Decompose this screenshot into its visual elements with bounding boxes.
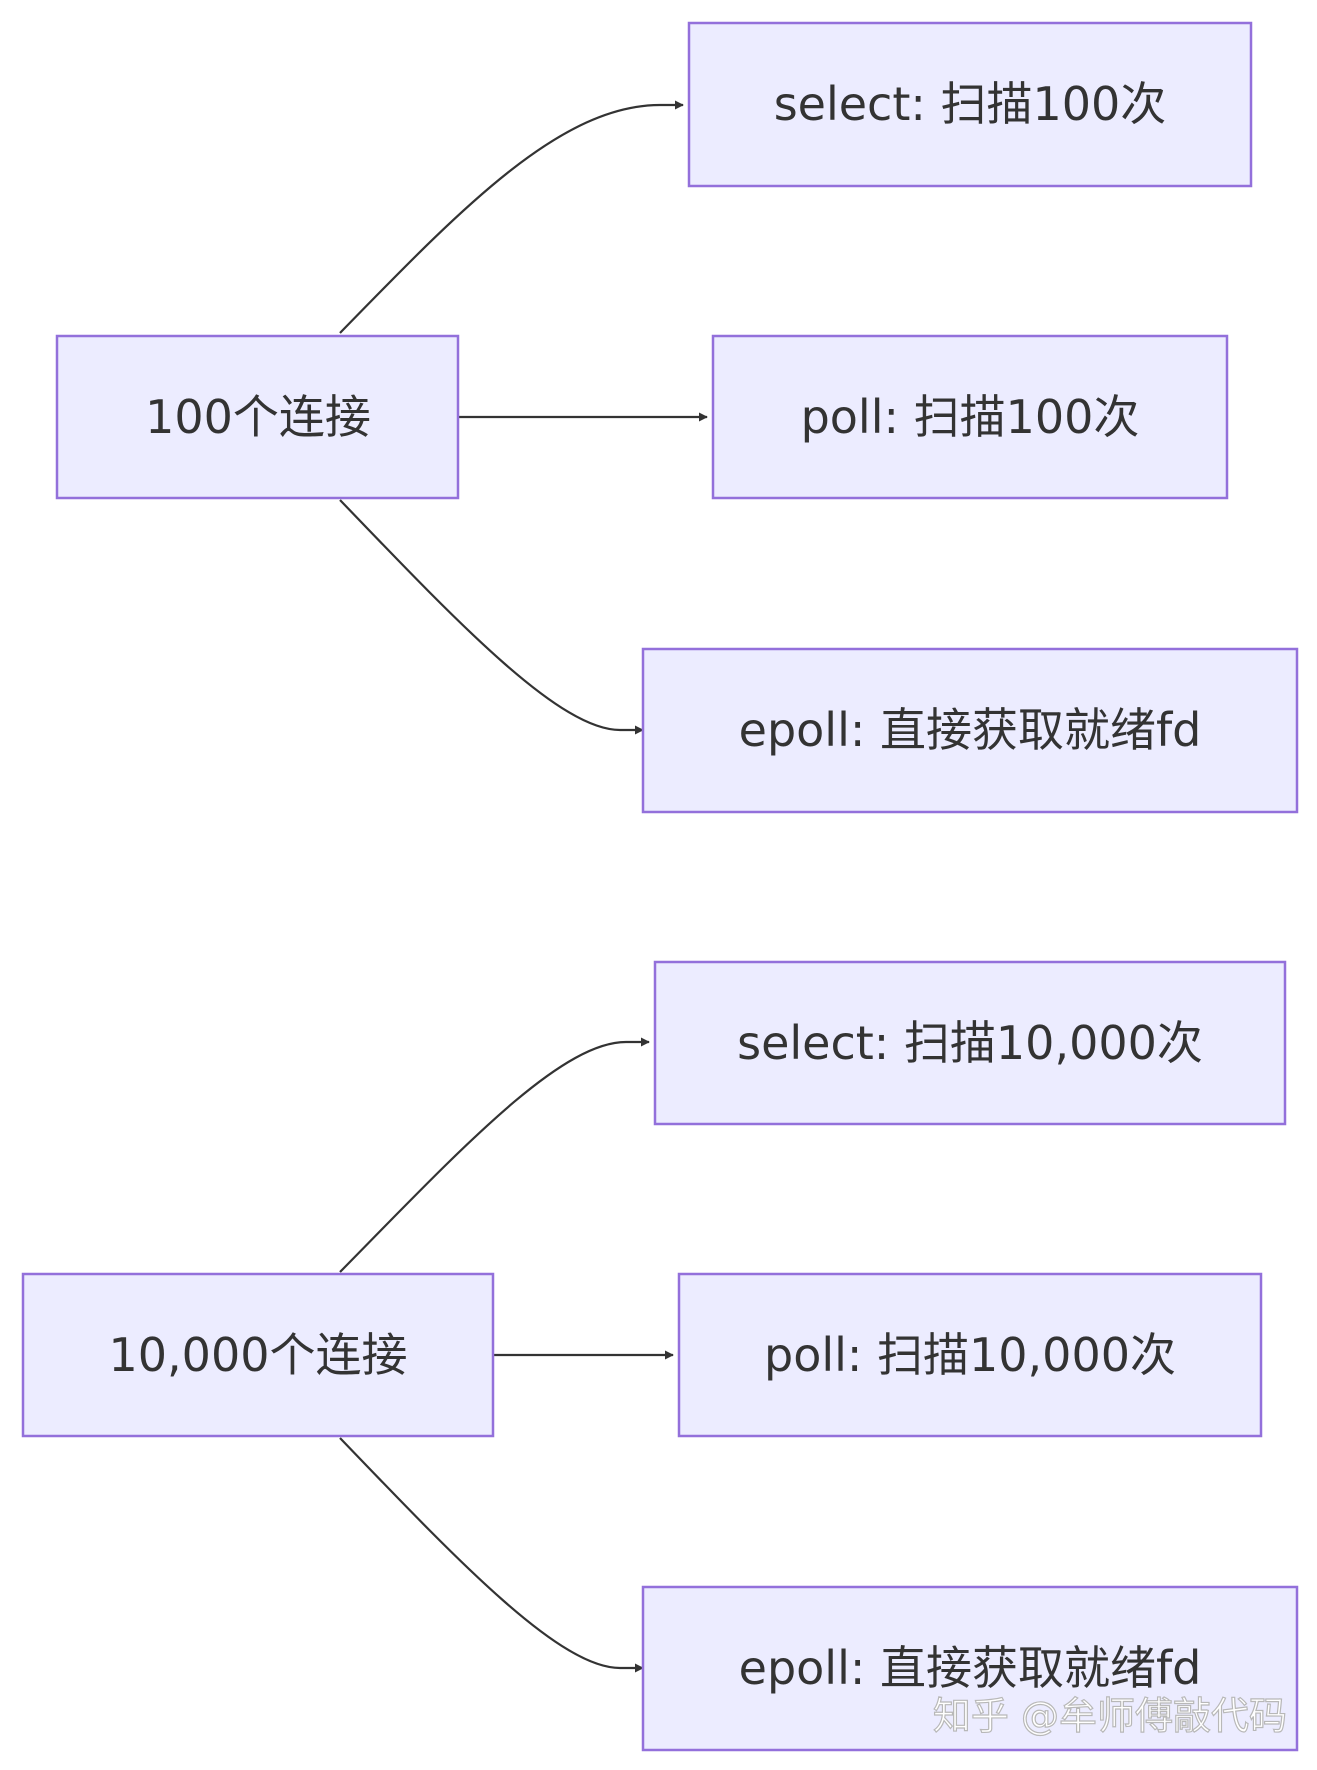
node-select-10000-label: select: 扫描10,000次	[737, 1016, 1203, 1070]
node-epoll-10000: epoll: 直接获取就绪fd	[641, 1585, 1299, 1752]
node-poll-100-label: poll: 扫描100次	[801, 390, 1140, 444]
node-epoll-100-label: epoll: 直接获取就绪fd	[739, 703, 1202, 757]
edge-100-to-select	[339, 100, 684, 334]
node-epoll-100: epoll: 直接获取就绪fd	[641, 647, 1299, 814]
edge-10000-to-epoll	[339, 1437, 644, 1673]
node-source-10000-label: 10,000个连接	[109, 1328, 408, 1382]
node-source-10000: 10,000个连接	[21, 1272, 495, 1438]
node-select-100-label: select: 扫描100次	[774, 77, 1167, 131]
node-poll-10000-label: poll: 扫描10,000次	[764, 1328, 1176, 1382]
watermark-text: 知乎 @牟师傅敲代码	[933, 1694, 1287, 1738]
edge-100-to-epoll	[339, 499, 644, 735]
edge-10000-to-select	[339, 1037, 650, 1273]
node-source-100-label: 100个连接	[145, 390, 371, 444]
node-select-100: select: 扫描100次	[687, 21, 1253, 188]
node-select-10000: select: 扫描10,000次	[653, 960, 1287, 1126]
node-poll-10000: poll: 扫描10,000次	[677, 1272, 1263, 1438]
node-source-100: 100个连接	[55, 334, 460, 500]
node-poll-100: poll: 扫描100次	[711, 334, 1229, 500]
node-epoll-10000-label: epoll: 直接获取就绪fd	[739, 1641, 1202, 1695]
